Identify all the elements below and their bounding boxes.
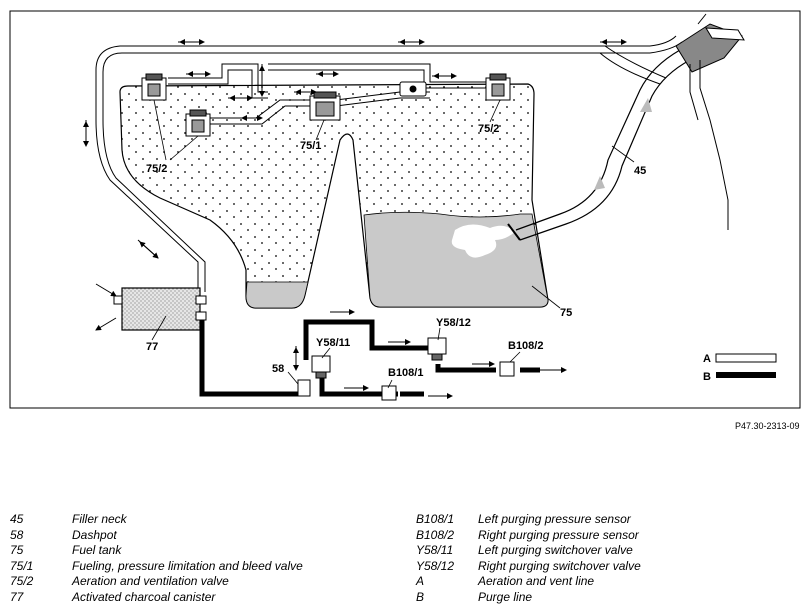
pressure-valve-top [399,81,427,97]
filler-cap [675,13,745,230]
label-y58-11: Y58/11 [316,337,350,349]
filler-flow-arrows [594,98,652,190]
diagram-frame [9,10,801,409]
valve-75-2-mid [185,109,211,137]
label-58: 58 [272,363,284,375]
purge-lines [199,319,540,397]
pressure-sensor-b108-1 [381,385,397,401]
reference-code: P47.30-2313-09 [735,421,800,431]
flow-arrows [83,39,627,399]
switchover-valve-y58-12 [427,337,447,361]
switchover-valve-y58-11 [311,355,331,379]
valve-75-2-right [485,73,511,101]
fuel-level-left [245,281,309,309]
valve-75-2-left [141,73,167,101]
label-45: 45 [634,165,646,177]
charcoal-canister [113,287,207,331]
fuel-splash [451,224,515,258]
dashpot-58 [297,379,311,397]
label-75-2-left: 75/2 [146,163,167,175]
pressure-sensor-b108-2 [499,361,515,377]
label-y58-12: Y58/12 [436,317,471,329]
key-line-a [715,353,777,363]
label-b108-1: B108/1 [388,367,423,379]
label-b108-2: B108/2 [508,340,543,352]
label-75: 75 [560,307,572,319]
label-77: 77 [146,341,158,353]
filler-neck [507,49,691,241]
label-75-2-right: 75/2 [478,123,499,135]
key-label-b: B [703,371,711,383]
leader-lines [151,99,635,389]
key-line-b [716,372,776,378]
valve-75-1 [309,91,341,121]
fuel-level-right [363,211,549,308]
label-75-1: 75/1 [300,140,321,152]
key-label-a: A [703,353,711,365]
fuel-evap-system-diagram: 45 58 75 75/1 75/2 75/2 77 Y58/11 Y58/12… [9,10,801,409]
